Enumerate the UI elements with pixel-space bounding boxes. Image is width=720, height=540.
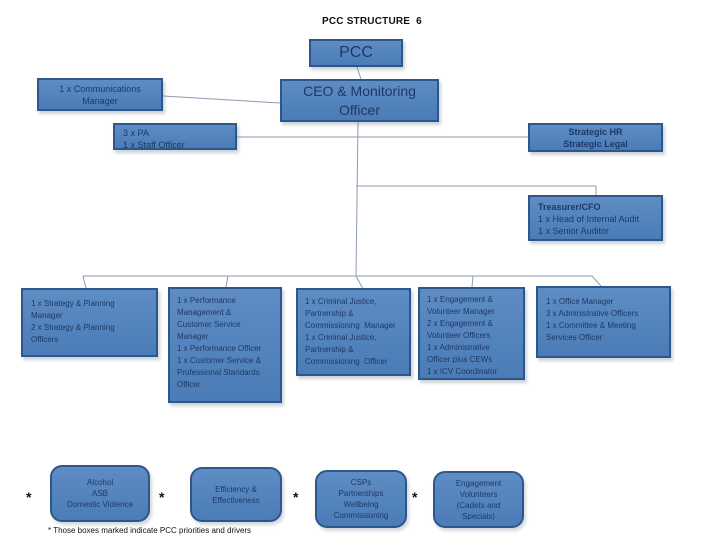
node-office-manager: 1 x Office Manager 3 x Administrative Of… <box>536 286 671 358</box>
asterisk-marker: * <box>26 489 32 505</box>
priority-alcohol-asb-dv: Alcohol ASB Domestic Violence <box>50 465 150 522</box>
node-treasurer-cfo: Treasurer/CFO 1 x Head of Internal Audit… <box>528 195 663 241</box>
footnote: * Those boxes marked indicate PCC priori… <box>48 526 252 535</box>
asterisk-marker: * <box>293 489 299 505</box>
node-performance-management: 1 x Performance Management & Customer Se… <box>168 287 282 403</box>
priority-csps-partnerships: CSPs Partnerships Wellbeing Commissionin… <box>315 470 407 528</box>
node-criminal-justice: 1 x Criminal Justice, Partnership & Comm… <box>296 288 411 376</box>
node-strategic-hr-legal: Strategic HR Strategic Legal <box>528 123 663 152</box>
node-pcc: PCC <box>309 39 403 67</box>
priority-efficiency-effectiveness: Efficiency & Effectiveness <box>190 467 282 522</box>
node-strategy-planning: 1 x Strategy & Planning Manager 2 x Stra… <box>21 288 158 357</box>
treasurer-title: Treasurer/CFO <box>538 202 601 212</box>
treasurer-body: 1 x Head of Internal Audit 1 x Senior Au… <box>538 214 640 236</box>
node-communications-manager: 1 x Communications Manager <box>37 78 163 111</box>
node-engagement-volunteer: 1 x Engagement & Volunteer Manager 2 x E… <box>418 287 525 380</box>
priority-engagement-volunteers: Engagement Volunteers (Cadets and Specia… <box>433 471 524 528</box>
page-title: PCC STRUCTURE 6 <box>322 16 422 27</box>
node-pa-staff-officer: 3 x PA 1 x Staff Officer <box>113 123 237 150</box>
asterisk-marker: * <box>159 489 165 505</box>
asterisk-marker: * <box>412 489 418 505</box>
node-ceo-monitoring-officer: CEO & Monitoring Officer <box>280 79 439 122</box>
